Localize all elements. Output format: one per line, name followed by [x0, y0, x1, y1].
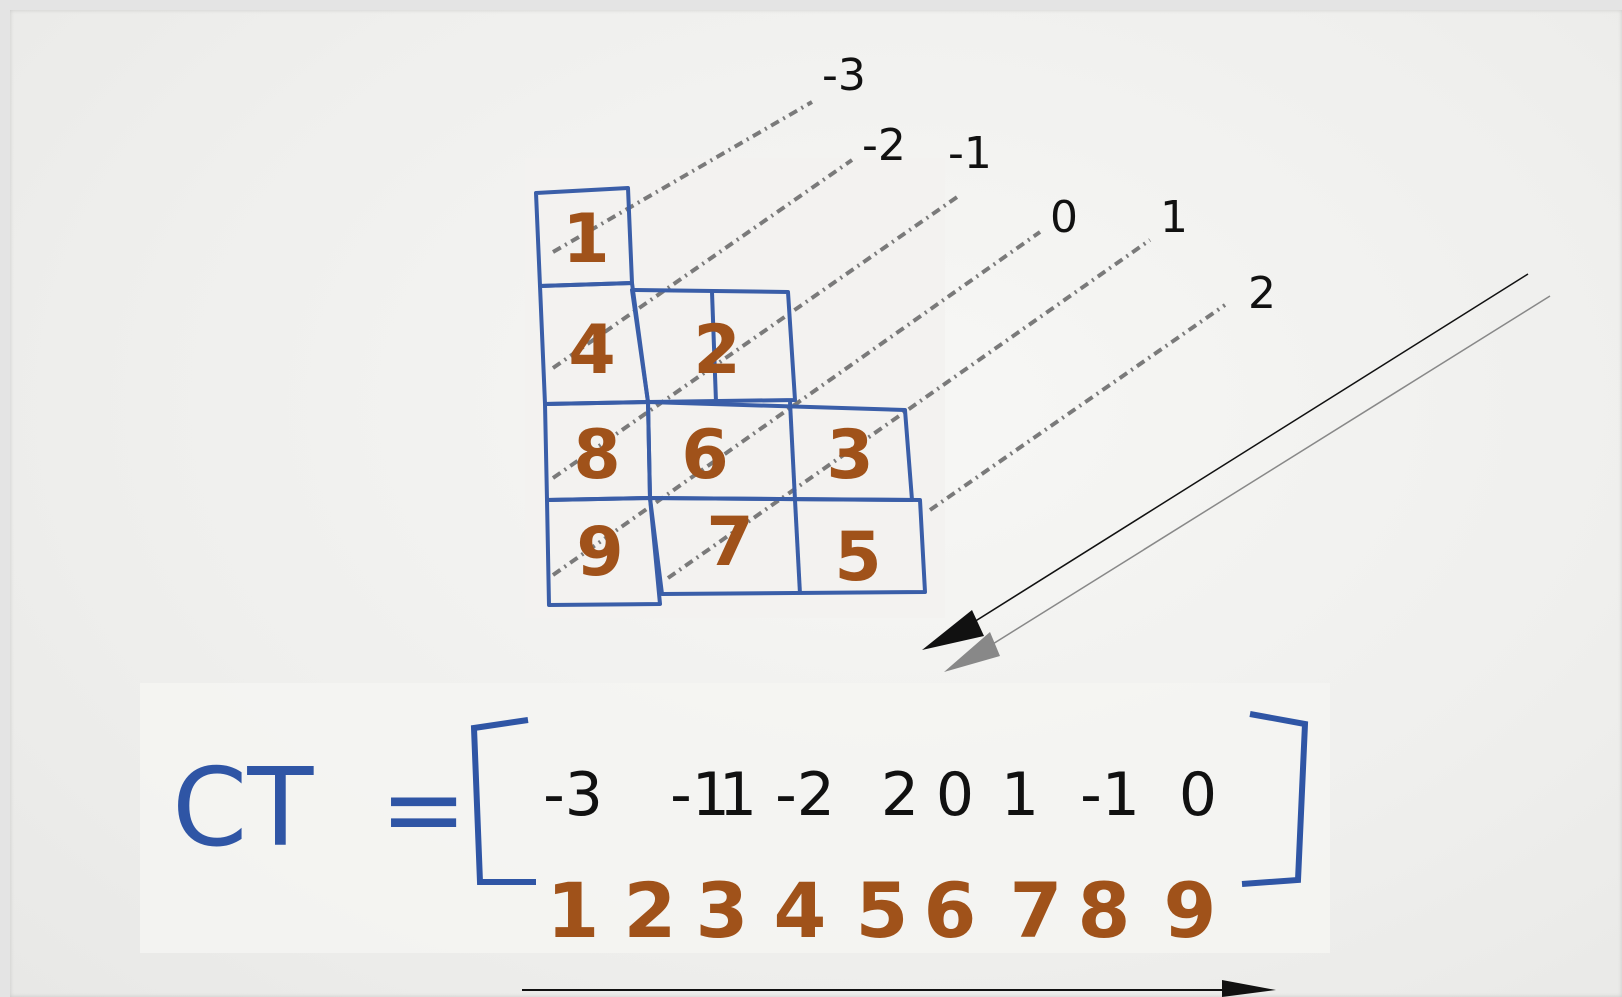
cell-4-2-3: [648, 496, 927, 596]
matrix-r1c1: 1: [562, 200, 609, 279]
cell-2-2-divider: [710, 291, 718, 403]
matrix-grid: [534, 186, 927, 607]
matrix-patch: [525, 158, 945, 618]
top-row-7: 1: [1001, 760, 1039, 830]
diagonal-guide-m2: [551, 158, 854, 370]
top-row-4: -2: [775, 760, 835, 830]
formula-equals: =: [380, 748, 467, 870]
bottom-row-3: 3: [696, 866, 749, 955]
diagonal-guide-m1: [551, 193, 962, 480]
arrow-head-black: [922, 610, 984, 650]
formula-lhs: CT: [172, 746, 314, 871]
matrix-digits: 1 4 2 8 6 3 9 7 5: [562, 200, 881, 597]
matrix-r4c3: 5: [834, 518, 881, 597]
cell-3-divider: [788, 401, 797, 501]
top-row-1: -3: [543, 760, 603, 830]
diag-label-m1: -1: [948, 128, 992, 179]
matrix-r3c3: 3: [826, 416, 873, 495]
formula-patch: [140, 683, 1330, 953]
arrow-line-gray: [979, 295, 1551, 653]
diag-label-m2: -2: [862, 120, 906, 171]
bottom-row-7: 7: [1010, 866, 1063, 955]
arrow-line-black: [957, 273, 1529, 633]
top-row-9: 0: [1179, 760, 1217, 830]
top-row-3: 1: [719, 760, 757, 830]
diagonal-labels: -3 -2 -1 0 1 2: [822, 50, 1276, 319]
matrix-r3c1: 8: [573, 416, 620, 495]
top-row-5: 2: [881, 760, 919, 830]
top-row-2: -1: [670, 760, 730, 830]
flow-arrows: [922, 273, 1551, 672]
bottom-row-8: 8: [1078, 866, 1131, 955]
diag-label-2: 2: [1248, 268, 1276, 319]
bracket-left: [470, 717, 536, 885]
bottom-row-9: 9: [1164, 866, 1217, 955]
bracket-right: [1241, 711, 1309, 887]
diagonal-guide-0: [551, 230, 1042, 577]
order-arrow: [522, 980, 1276, 997]
matrix-r2c2: 2: [693, 311, 740, 390]
bottom-row-4: 4: [774, 866, 827, 955]
top-row-6: 0: [936, 760, 974, 830]
diag-label-1: 1: [1160, 192, 1188, 243]
diagonal-guides: [551, 100, 1227, 580]
formula-bottom-row: 1 2 3 4 5 6 7 8 9: [547, 866, 1217, 955]
bottom-row-5: 5: [856, 866, 909, 955]
matrix-r2c1: 4: [568, 311, 615, 390]
bottom-row-1: 1: [547, 866, 600, 955]
top-row-8: -1: [1080, 760, 1140, 830]
diagonal-guide-2: [928, 303, 1227, 512]
matrix-r4c1: 9: [576, 513, 623, 592]
bottom-row-6: 6: [924, 866, 977, 955]
matrix-r4c2: 7: [706, 503, 753, 582]
diagonal-guide-m3: [551, 100, 814, 254]
diag-label-m3: -3: [822, 50, 866, 101]
order-arrow-head: [1222, 980, 1276, 997]
cell-4-divider: [793, 499, 802, 595]
bottom-row-2: 2: [624, 866, 677, 955]
cell-2-2: [630, 288, 797, 404]
matrix-r3c2: 6: [681, 416, 728, 495]
formula-top-row: -3 -1 1 -2 2 0 1 -1 0: [543, 760, 1217, 830]
diagonal-guide-1: [666, 238, 1152, 580]
arrow-head-gray: [944, 632, 1000, 672]
diag-label-0: 0: [1050, 192, 1078, 243]
cell-4-1: [545, 496, 662, 607]
